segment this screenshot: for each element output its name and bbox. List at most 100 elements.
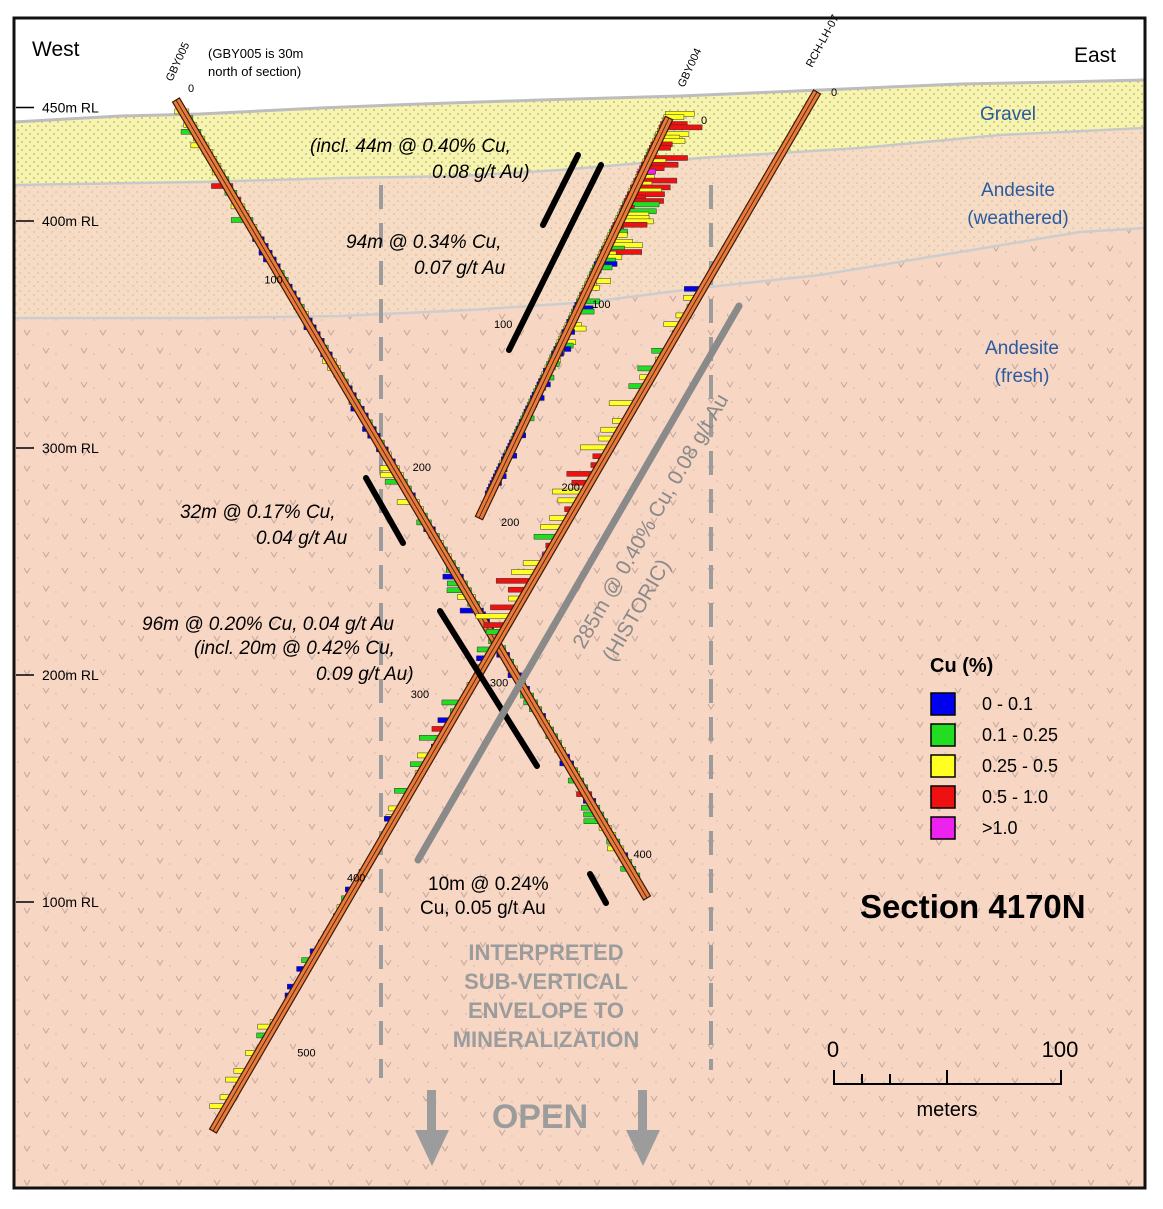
interpreted-envelope [379, 185, 713, 1078]
intercept-e-line1: 10m @ 0.24% [428, 874, 549, 895]
depth-tick-gby005: 200 [413, 462, 431, 474]
legend-label: 0.1 - 0.25 [982, 725, 1058, 745]
elevation-label: 100m RL [16, 894, 99, 910]
scale-unit: meters [916, 1099, 977, 1121]
intercept-e-line2: Cu, 0.05 g/t Au [420, 898, 546, 919]
legend-item: 0 - 0.1 [930, 692, 1033, 716]
legend-label: 0.25 - 0.5 [982, 756, 1058, 776]
east-label: East [1074, 44, 1116, 67]
drill-hole-rch: 0 100 200 300 400 500 [208, 87, 837, 1134]
intercept-c-line2: 0.04 g/t Au [256, 528, 348, 549]
legend-item: 0.5 - 1.0 [930, 785, 1048, 809]
elevation-text: 400m RL [42, 213, 99, 229]
intercept-a-line2: 0.08 g/t Au) [432, 162, 530, 183]
drill-holes: 0 100 200 300 400 0 100 200 0 100 200 300 400 500 [171, 83, 837, 1134]
depth-tick-rch: 400 [347, 872, 365, 884]
legend-swatch [930, 692, 956, 716]
depth-tick-rch: 500 [297, 1047, 315, 1059]
open-arrows [415, 1090, 660, 1166]
elevation-label: 400m RL [16, 213, 99, 229]
intercept-b-line1: 94m @ 0.34% Cu, [346, 232, 502, 253]
intercept-c-line1: 32m @ 0.17% Cu, [180, 502, 336, 523]
figure-frame [12, 16, 1147, 1190]
elevation-label: 200m RL [16, 667, 99, 683]
depth-tick-rch: 300 [411, 689, 429, 701]
andesite-weathered-layer [14, 128, 1145, 318]
gby005-note-line1: (GBY005 is 30m [208, 46, 303, 61]
intercept-bar-10m [587, 871, 609, 906]
ground-surface-line [13, 78, 1146, 124]
section-title: Section 4170N [860, 888, 1086, 925]
gby005-note-line2: north of section) [208, 64, 301, 79]
intercept-bar-44m [540, 152, 581, 228]
legend-label: 0.5 - 1.0 [982, 787, 1048, 807]
depth-tick-gby005: 300 [490, 678, 508, 690]
intercept-d-line1: 96m @ 0.20% Cu, 0.04 g/t Au [142, 614, 394, 635]
weathered-label-line1: Andesite [981, 180, 1055, 201]
andesite-fresh-layer [14, 228, 1145, 1188]
gravel-base-contact [13, 126, 1146, 187]
west-label: West [32, 38, 80, 61]
depth-tick-rch: 0 [831, 87, 837, 99]
weathering-base-contact [14, 226, 1146, 320]
legend-item: 0.25 - 0.5 [930, 754, 1058, 778]
unit-labels: Gravel Andesite (weathered) Andesite (fr… [967, 104, 1068, 387]
legend-swatch [930, 754, 956, 778]
arrow-down-left-icon [415, 1090, 449, 1166]
depth-tick-gby004: 100 [494, 319, 512, 331]
envelope-line: MINERALIZATION [453, 1027, 640, 1052]
depth-tick-rch: 100 [592, 299, 610, 311]
open-label: OPEN [492, 1098, 588, 1136]
intercept-annotations: (incl. 44m @ 0.40% Cu, 0.08 g/t Au) 94m … [142, 136, 530, 685]
legend-label: 0 - 0.1 [982, 694, 1033, 714]
envelope-line: INTERPRETED [468, 940, 623, 965]
intercept-markers [363, 152, 743, 906]
elevation-label: 450m RL [16, 100, 99, 116]
legend-item: 0.1 - 0.25 [930, 723, 1058, 747]
scale-start: 0 [827, 1037, 839, 1062]
intercept-bar-94m [506, 162, 604, 353]
depth-tick-gby005: 100 [264, 275, 282, 287]
depth-tick-rch: 200 [561, 482, 579, 494]
elevation-label: 300m RL [16, 440, 99, 456]
envelope-line: SUB-VERTICAL [464, 969, 628, 994]
legend-swatch [930, 816, 956, 840]
arrow-down-right-icon [626, 1090, 660, 1166]
elevation-text: 100m RL [42, 894, 99, 910]
gravel-label: Gravel [980, 104, 1036, 125]
intercept-d-line2: (incl. 20m @ 0.42% Cu, [194, 638, 395, 659]
intercept-bar-96m [437, 608, 540, 769]
depth-tick-gby005: 400 [633, 849, 651, 861]
historic-intercept-bar [414, 302, 743, 864]
legend-title: Cu (%) [930, 655, 993, 677]
elevation-text: 450m RL [42, 100, 99, 116]
drill-hole-gby004: 0 100 200 [474, 111, 707, 529]
fresh-label-line2: (fresh) [995, 366, 1050, 387]
intercept-b-line2: 0.07 g/t Au [414, 258, 506, 279]
legend-label: >1.0 [982, 818, 1018, 838]
intercept-bar-32m [363, 475, 406, 546]
gravel-layer [14, 80, 1145, 185]
envelope-line: ENVELOPE TO [468, 998, 624, 1023]
elevation-text: 300m RL [42, 440, 99, 456]
envelope-text: INTERPRETED SUB-VERTICAL ENVELOPE TO MINERA… [453, 940, 640, 1052]
depth-tick-gby004: 0 [701, 115, 707, 127]
intercept-a-line1: (incl. 44m @ 0.40% Cu, [310, 136, 511, 157]
elevation-text: 200m RL [42, 667, 99, 683]
scale-end: 100 [1042, 1037, 1079, 1062]
intercept-d-line3: 0.09 g/t Au) [316, 664, 414, 685]
legend-swatch [930, 785, 956, 809]
cu-legend: Cu (%) 0 - 0.1 0.1 - 0.25 0.25 - 0.5 0.5 - … [930, 655, 1058, 840]
legend-item: >1.0 [930, 816, 1018, 840]
intercept-e-annotation: 10m @ 0.24% Cu, 0.05 g/t Au [420, 874, 549, 919]
scale-ticks [833, 1070, 1062, 1085]
legend-swatch [930, 723, 956, 747]
scale-bar: 0 100 meters [827, 1037, 1078, 1121]
fresh-label-line1: Andesite [985, 338, 1059, 359]
elevation-axis: 450m RL 400m RL 300m RL 200m RL 100m RL [16, 100, 99, 910]
depth-tick-gby004: 200 [501, 517, 519, 529]
weathered-label-line2: (weathered) [967, 208, 1068, 229]
depth-tick-gby005: 0 [188, 83, 194, 95]
